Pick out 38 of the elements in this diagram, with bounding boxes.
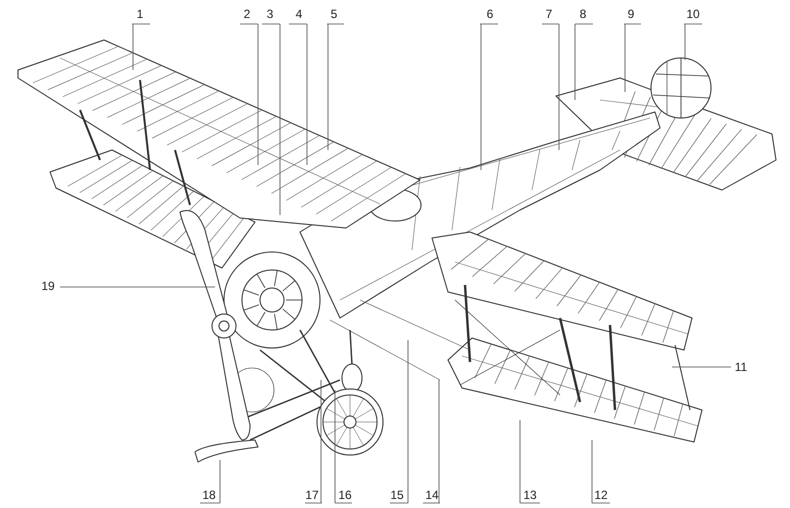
leader-line bbox=[288, 24, 308, 166]
callout-number: 1 bbox=[130, 7, 150, 21]
leader-line bbox=[240, 24, 258, 166]
leader-line bbox=[132, 24, 150, 70]
leader-line bbox=[480, 24, 498, 170]
callout-number: 6 bbox=[480, 7, 500, 21]
callout-number: 13 bbox=[520, 488, 540, 502]
leader-line bbox=[326, 24, 344, 150]
callout-number: 19 bbox=[38, 279, 58, 293]
leader-line bbox=[304, 380, 322, 504]
callout-number: 14 bbox=[422, 488, 442, 502]
leader-line bbox=[390, 340, 408, 504]
leader-line bbox=[574, 24, 594, 100]
callout-number: 12 bbox=[591, 488, 611, 502]
leader-line bbox=[542, 24, 560, 150]
callout-number: 4 bbox=[289, 7, 309, 21]
callout-number: 18 bbox=[199, 488, 219, 502]
callout-number: 2 bbox=[237, 7, 257, 21]
leader-line bbox=[200, 460, 220, 504]
callout-number: 11 bbox=[731, 360, 751, 374]
callout-number: 16 bbox=[335, 488, 355, 502]
callout-number: 5 bbox=[324, 7, 344, 21]
callout-number: 8 bbox=[573, 7, 593, 21]
leader-line bbox=[262, 24, 280, 216]
leader-line bbox=[422, 380, 440, 504]
leader-line bbox=[334, 390, 352, 504]
callout-number: 15 bbox=[387, 488, 407, 502]
leader-line bbox=[520, 420, 540, 504]
leader-line bbox=[60, 286, 216, 288]
callout-number: 17 bbox=[302, 488, 322, 502]
leader-line bbox=[672, 366, 732, 368]
leader-line bbox=[624, 24, 642, 92]
callout-number: 3 bbox=[260, 7, 280, 21]
callout-number: 7 bbox=[539, 7, 559, 21]
leader-line bbox=[684, 24, 702, 60]
callout-number: 10 bbox=[683, 7, 703, 21]
leader-line bbox=[592, 440, 610, 504]
callout-number: 9 bbox=[621, 7, 641, 21]
